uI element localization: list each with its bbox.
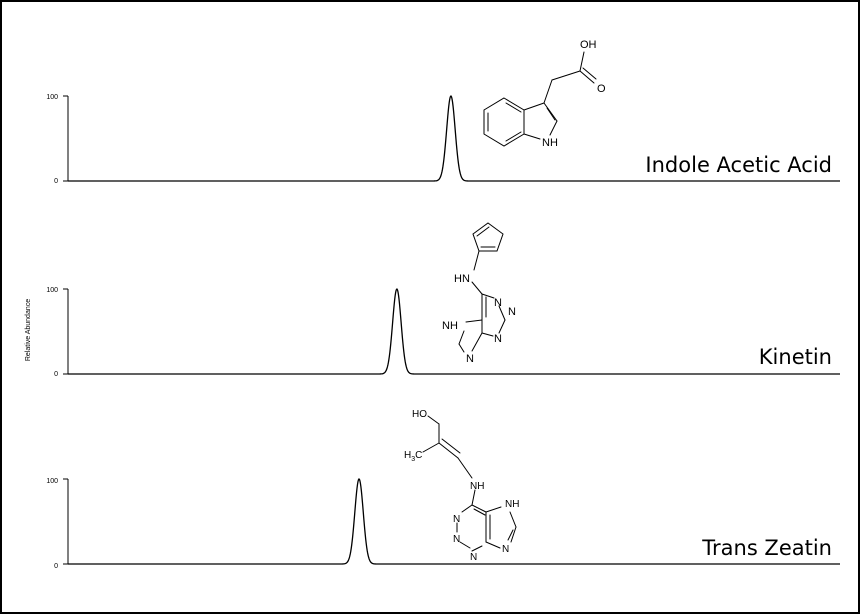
atom-label: N bbox=[502, 544, 509, 555]
atom-label: HO bbox=[412, 409, 427, 420]
y-tick-label-top: 100 bbox=[46, 287, 58, 294]
series-line bbox=[68, 95, 840, 182]
panel-indole-acetic-acid: 100 0 Indole Acetic Acid bbox=[46, 94, 840, 185]
panel-kinetin: 100 0 Kinetin bbox=[46, 287, 840, 378]
atom-label: O bbox=[597, 83, 606, 95]
atom-label: NH bbox=[505, 499, 519, 510]
atom-label: N bbox=[453, 514, 460, 525]
compound-label: Indole Acetic Acid bbox=[645, 153, 832, 177]
series-line bbox=[68, 288, 840, 375]
structure-trans-zeatin: HO H3C NH NH N N N N bbox=[404, 409, 519, 563]
y-tick-label-bottom: 0 bbox=[54, 178, 58, 185]
atom-label: H3C bbox=[404, 450, 422, 463]
structure-indole-acetic-acid: OH O NH bbox=[483, 39, 606, 149]
panel-trans-zeatin: 100 0 Trans Zeatin bbox=[46, 478, 840, 570]
compound-label: Kinetin bbox=[759, 345, 832, 369]
atom-label: NH bbox=[470, 481, 484, 492]
y-tick-label-bottom: 0 bbox=[54, 371, 58, 378]
structure-kinetin: HN N N NH N N bbox=[442, 222, 516, 365]
atom-label: N bbox=[494, 333, 502, 345]
atom-label: NH bbox=[542, 137, 558, 149]
y-tick-label-top: 100 bbox=[46, 94, 58, 101]
series-line bbox=[68, 478, 840, 565]
y-tick-label-top: 100 bbox=[46, 478, 58, 485]
compound-label: Trans Zeatin bbox=[701, 536, 832, 560]
atom-label: N bbox=[470, 552, 477, 563]
atom-label: NH bbox=[442, 320, 458, 332]
y-axis-label: Relative Abundance bbox=[25, 299, 32, 361]
atom-label: N bbox=[508, 306, 516, 318]
atom-label: N bbox=[466, 353, 474, 365]
y-tick-label-bottom: 0 bbox=[54, 563, 58, 570]
atom-label: N bbox=[453, 534, 460, 545]
atom-label: OH bbox=[580, 39, 597, 51]
atom-label: N bbox=[494, 297, 502, 309]
atom-label: HN bbox=[454, 273, 470, 285]
